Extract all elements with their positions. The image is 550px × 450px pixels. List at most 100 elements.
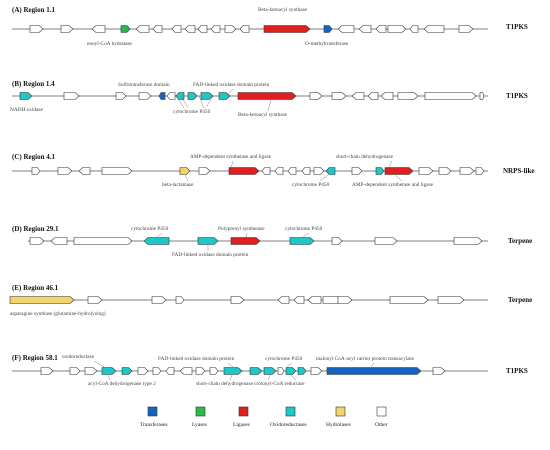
label-leader-line <box>267 99 272 112</box>
region-a-gene-arrow <box>263 25 311 33</box>
region-a-gene-arrow <box>135 25 150 33</box>
region-c: (C) Region 4.1 NRPS-like AMP-dependent s… <box>12 153 535 188</box>
region-f-gene-arrow <box>310 367 323 375</box>
legend-swatch-hydrolases <box>335 406 346 417</box>
region-b-gene-arrow <box>200 92 214 100</box>
region-f-gene-arrow <box>297 367 307 375</box>
region-a-gene-arrow <box>29 25 44 33</box>
region-d-type: Terpene <box>508 237 532 245</box>
region-d-label-2: cytochrome P450 <box>285 226 323 232</box>
region-c-gene-arrow <box>418 167 434 175</box>
region-d-gene-arrow <box>289 237 315 245</box>
region-b-gene-arrow <box>367 92 379 100</box>
region-c-label-2: beta-lactamase <box>162 182 194 188</box>
region-b-gene-arrow <box>351 92 365 100</box>
region-b-gene-arrow <box>138 92 152 100</box>
label-leader-line <box>388 160 393 169</box>
region-d-gene-arrow <box>143 237 170 245</box>
region-f-gene-arrow <box>195 367 206 375</box>
region-a-gene-arrow <box>337 25 355 33</box>
region-b-gene-arrow <box>115 92 127 100</box>
region-f-gene-arrow <box>101 367 117 375</box>
legend-item-other: Other <box>375 406 388 428</box>
region-a-gene-arrow <box>152 25 163 33</box>
label-leader-line <box>226 88 234 97</box>
region-a-gene-arrow <box>387 25 407 33</box>
label-leader-line <box>198 95 205 109</box>
label-leader-line <box>156 232 163 238</box>
region-b-gene-arrow <box>218 92 231 100</box>
region-b-label-4: Beta-ketoacyl synthase <box>238 112 288 118</box>
region-d-label-1: Polyprenyl synthetase <box>218 226 265 232</box>
region-f-genes <box>12 367 488 375</box>
region-b-gene-arrow <box>237 92 297 100</box>
region-c-gene-arrow <box>459 167 475 175</box>
region-c-gene-arrow <box>198 167 211 175</box>
label-leader-line <box>394 174 403 182</box>
region-f-gene-arrow <box>69 367 81 375</box>
region-b-label-0: Sulfotransferase domain <box>118 81 170 88</box>
region-c-gene-arrow <box>351 167 363 175</box>
label-leader-line <box>370 362 375 368</box>
label-leader-line <box>175 95 185 109</box>
region-f-gene-arrow <box>40 367 54 375</box>
region-c-title: (C) Region 4.1 <box>12 153 55 161</box>
region-c-gene-arrow <box>384 167 414 175</box>
region-b-type: T1PKS <box>506 92 528 100</box>
region-f-label-3: malonyl CoA-acyl carrier protein transac… <box>316 356 415 362</box>
region-f: (F) Region 58.1 T1PKS oxidoreductase FAD… <box>12 354 528 387</box>
region-f-label-6: crotonyl-CoA reductase <box>254 381 305 387</box>
region-c-gene-arrow <box>301 167 311 175</box>
region-f-title: (F) Region 58.1 <box>12 354 58 362</box>
region-c-genes <box>12 167 488 175</box>
label-leader-line <box>286 362 293 368</box>
region-c-label-1: short-chain dehydrogenase <box>336 154 394 160</box>
region-f-gene-arrow <box>223 367 243 375</box>
region-f-label-1: FAD-linked oxidase domain protein <box>158 356 235 362</box>
label-leader-line <box>180 95 189 109</box>
legend-swatch-oxidoreductases <box>285 406 296 417</box>
region-b-label-2: NADH oxidase <box>10 107 43 113</box>
region-b-gene-arrow <box>331 92 347 100</box>
region-c-label-3: cytochrome P450 <box>292 182 330 188</box>
region-c-gene-arrow <box>287 167 297 175</box>
region-d-genes <box>28 237 488 245</box>
region-d-gene-arrow <box>374 237 398 245</box>
region-c-gene-arrow <box>57 167 73 175</box>
region-e-label-0: asparagine synthase (glutamine-hydrolyzi… <box>10 310 106 317</box>
region-c-gene-arrow <box>78 167 91 175</box>
region-f-gene-arrow <box>179 367 193 375</box>
region-b-gene-arrow <box>158 92 166 100</box>
region-b-gene-arrow <box>63 92 80 100</box>
region-d-title: (D) Region 29.1 <box>12 225 59 233</box>
region-a-gene-arrow <box>409 25 419 33</box>
label-leader-line <box>230 160 234 169</box>
region-e-gene-arrow <box>230 296 245 304</box>
region-e-gene-arrow <box>175 296 185 304</box>
region-a-gene-arrow <box>375 25 387 33</box>
region-c-gene-arrow <box>274 167 284 175</box>
region-d-gene-arrow <box>331 237 343 245</box>
region-e-type: Terpene <box>508 296 532 304</box>
region-d-gene-arrow <box>197 237 219 245</box>
region-a-gene-arrow <box>323 25 333 33</box>
region-e: (E) Region 46.1 Terpene asparagine synth… <box>9 284 532 317</box>
region-e-gene-arrow <box>389 296 429 304</box>
region-a-gene-arrow <box>60 25 74 33</box>
label-leader-line <box>229 374 233 381</box>
region-b-gene-arrow <box>309 92 323 100</box>
legend-swatch-transferases <box>147 406 158 417</box>
region-f-gene-arrow <box>137 367 149 375</box>
region-c-gene-arrow <box>438 167 452 175</box>
region-a-gene-arrow <box>197 25 208 33</box>
legend-label-ligases: Ligases <box>233 422 250 428</box>
region-e-gene-arrow <box>337 296 353 304</box>
region-b: (B) Region 1.4 T1PKS Sulfotransferase do… <box>10 80 528 118</box>
region-d-gene-arrow <box>73 237 133 245</box>
region-a-title: (A) Region 1.1 <box>12 6 55 14</box>
legend-label-lyases: Lyases <box>192 422 207 428</box>
legend-item-lyases: Lyases <box>192 406 207 428</box>
label-leader-line <box>290 374 297 381</box>
region-f-gene-arrow <box>432 367 446 375</box>
region-a-gene-arrow <box>239 25 250 33</box>
